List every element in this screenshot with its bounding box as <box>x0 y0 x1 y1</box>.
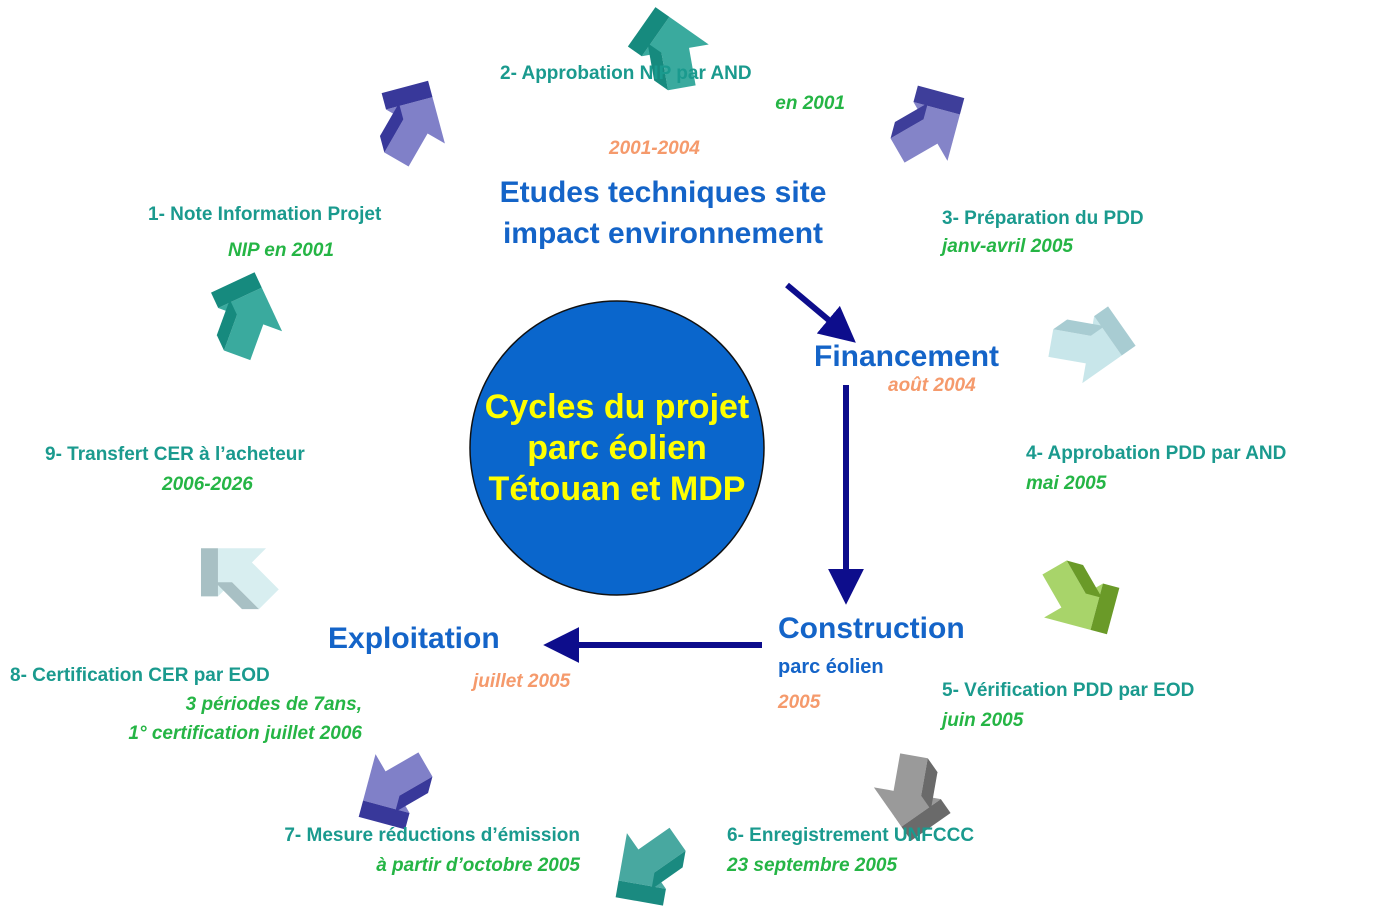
etudes-title: Etudes techniques site impact environnem… <box>499 176 827 250</box>
construction-date: 2005 <box>778 692 821 713</box>
construction-subtitle: parc éolien <box>778 656 884 678</box>
step-arrow-9 <box>193 260 298 367</box>
exploitation-date: juillet 2005 <box>473 671 571 692</box>
step-arrow-5 <box>1025 544 1137 658</box>
center-title: Cycles du projet parc éolien Tétouan et … <box>484 387 750 508</box>
step-arrow-8 <box>176 515 293 632</box>
exploitation-title: Exploitation <box>328 622 500 655</box>
step-5-label: 5- Vérification PDD par EOD <box>942 680 1195 701</box>
step-1-label: 1- Note Information Projet <box>148 204 382 225</box>
step-9-date: 2006-2026 <box>162 474 253 495</box>
step-4-date: mai 2005 <box>1026 473 1107 494</box>
step-7-date: à partir d’octobre 2005 <box>376 855 580 876</box>
etudes-period: 2001-2004 <box>609 138 700 159</box>
step-2-date: en 2001 <box>775 93 845 114</box>
step-8-date-line2: 1° certification juillet 2006 <box>128 723 362 744</box>
step-arrow-3 <box>874 68 988 180</box>
step-3-label: 3- Préparation du PDD <box>942 208 1144 229</box>
financement-title: Financement <box>814 340 1000 373</box>
financement-date: août 2004 <box>888 375 976 396</box>
step-9-label: 9- Transfert CER à l’acheteur <box>45 444 305 465</box>
step-arrow-4 <box>1044 297 1142 392</box>
step-8-date-line1: 3 périodes de 7ans, <box>185 694 362 715</box>
construction-title: Construction <box>778 612 965 645</box>
center-circle <box>469 300 765 596</box>
flow-arrow-etudes-financement <box>785 282 856 343</box>
step-5-date: juin 2005 <box>942 710 1024 731</box>
step-2-label: 2- Approbation NIP par AND <box>500 63 752 84</box>
step-6-date: 23 septembre 2005 <box>727 855 898 876</box>
step-1-date: NIP en 2001 <box>228 240 334 261</box>
step-7-label: 7- Mesure réductions d’émission <box>284 825 580 846</box>
step-4-label: 4- Approbation PDD par AND <box>1026 443 1287 464</box>
step-arrow-7-bottom <box>589 811 704 915</box>
step-arrow-1 <box>356 63 468 177</box>
step-8-label: 8- Certification CER par EOD <box>10 665 270 686</box>
step-3-date: janv-avril 2005 <box>942 236 1073 257</box>
step-6-label: 6- Enregistrement UNFCCC <box>727 825 975 846</box>
